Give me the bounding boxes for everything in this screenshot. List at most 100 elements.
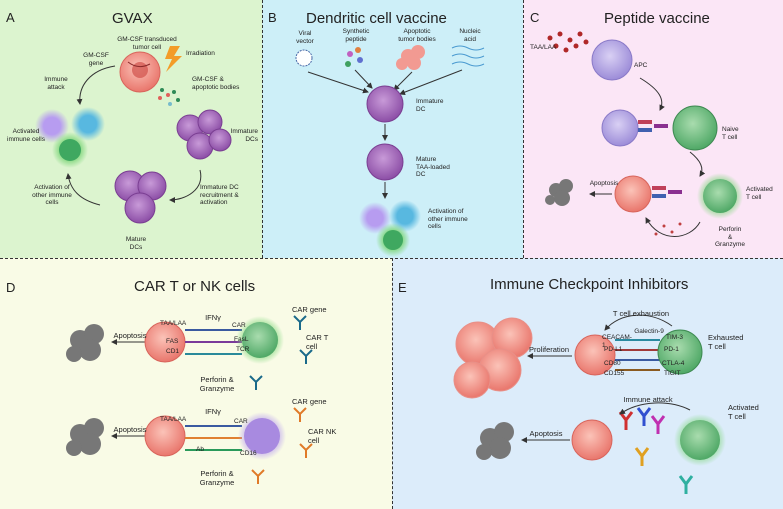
tumor-cell-icon-e-top — [574, 334, 616, 376]
mature-dcs-icon — [114, 170, 167, 224]
panel-e-title: Immune Checkpoint Inhibitors — [490, 276, 689, 293]
label-perforin-granzyme-c: Perforin & Granzyme — [715, 226, 745, 248]
tumor-cell-icon-d-bottom — [144, 415, 186, 457]
immature-dcs-icon — [176, 109, 232, 160]
irradiation-icon — [165, 46, 182, 72]
label-fas-top: FAS — [166, 338, 179, 345]
tumor-cell-icon-e-bottom — [571, 419, 613, 461]
label-ifn-bottom: IFNγ — [205, 407, 221, 416]
panel-d-title: CAR T or NK cells — [134, 278, 256, 295]
apoptosis-icon-d-top — [66, 324, 104, 362]
proliferating-tumor-cells-icon — [453, 317, 533, 399]
label-apoptosis-c: Apoptosis — [589, 180, 619, 187]
mature-dc-icon — [366, 143, 404, 181]
panel-a-letter: A — [6, 10, 15, 25]
panel-c-title: Peptide vaccine — [604, 10, 710, 27]
label-synthetic-peptide: Synthetic peptide — [342, 28, 370, 43]
nk-cell-icon — [35, 109, 69, 143]
panel-e-artwork — [453, 314, 726, 494]
label-ctla4: CTLA-4 — [662, 360, 685, 367]
apc-icon — [591, 39, 633, 81]
label-taa-bottom: TAA/LAA — [160, 416, 187, 423]
label-mature-dc: Mature TAA-loaded DC — [416, 156, 450, 178]
tumor-cell-icon-c — [614, 175, 652, 213]
immature-dc-icon — [366, 85, 404, 123]
label-ab: Ab — [196, 446, 204, 453]
panel-c-letter: C — [530, 10, 540, 25]
label-immune-attack: Immune attack — [44, 76, 68, 91]
label-car-gene-top: CAR gene — [292, 305, 327, 314]
label-taa-laa: TAA/LAA — [530, 44, 557, 51]
taa-dots-icon — [547, 31, 589, 53]
nucleic-acid-icon — [451, 45, 485, 67]
antibody-icons-bottom — [251, 407, 313, 484]
label-perforin-top: Perforin & Granzyme — [199, 375, 235, 393]
label-mature-dcs: Mature DCs — [125, 236, 147, 251]
label-recruitment: Immature DC recruitment & activation — [200, 184, 239, 206]
label-activation-other: Activation of other immune cells — [32, 184, 72, 206]
label-naive-t-cell: Naive T cell — [722, 126, 739, 141]
label-exhaustion: T cell exhaustion — [612, 309, 670, 318]
label-exhausted-t-cell: Exhausted T cell — [708, 333, 744, 351]
apoptotic-tumor-bodies-icon — [396, 45, 425, 70]
apoptosis-icon-c — [545, 179, 573, 206]
divider-bc — [523, 0, 524, 258]
panel-b-title: Dendritic cell vaccine — [306, 10, 447, 27]
label-car-bottom: CAR — [234, 418, 248, 425]
checkpoint-antibodies-icon — [618, 407, 694, 494]
label-cd16: CD16 — [240, 450, 257, 457]
label-transduced-cell: GM-CSF transduced tumor cell — [117, 36, 177, 51]
label-ceacam: CEACAM-1 — [602, 334, 632, 349]
synthetic-peptide-icon — [345, 47, 363, 67]
label-immature-dcs: Immature DCs — [230, 128, 258, 143]
label-galectin: Galectin-9 — [634, 328, 664, 335]
b-cell-icon — [71, 107, 105, 141]
divider-de — [392, 258, 393, 509]
label-proliferation: Proliferation — [528, 345, 570, 354]
label-car-gene-bottom: CAR gene — [292, 397, 327, 406]
label-apoptosis-e: Apoptosis — [529, 429, 563, 438]
label-tcr-top: TCR — [236, 346, 250, 353]
panel-b-letter: B — [268, 10, 277, 25]
panel-d-artwork — [66, 315, 313, 484]
label-pd-l1: PD-L1 — [604, 346, 623, 353]
label-perforin-bottom: Perforin & Granzyme — [199, 469, 235, 487]
label-activated-t-cell: Activated T cell — [746, 186, 773, 201]
apc-presenting-icon — [601, 109, 639, 147]
label-car-nk-cell: CAR NK cell — [308, 427, 337, 445]
antibody-icons-top — [249, 315, 313, 390]
label-fasl-top: FasL — [234, 336, 249, 343]
panel-d-car-cells — [0, 258, 392, 509]
label-immature-dc: Immature DC — [416, 98, 444, 113]
label-activated-cells: Activated immune cells — [7, 128, 45, 143]
label-pd1: PD-1 — [664, 346, 679, 353]
label-apoptotic-tumor-bodies: Apoptotic tumor bodies — [398, 28, 436, 43]
apoptotic-bodies-icon — [158, 88, 180, 106]
label-gm-csf-gene: GM-CSF gene — [83, 52, 109, 67]
label-nucleic-acid: Nucleic acid — [459, 28, 481, 43]
label-viral-vector: Viral vector — [296, 30, 314, 45]
divider-row — [0, 258, 783, 259]
granule-dots-icon — [654, 222, 682, 236]
panel-e-letter: E — [398, 280, 407, 295]
divider-ab — [262, 0, 263, 258]
label-apoptosis-d-top: Apoptosis — [113, 331, 147, 340]
naive-t-cell-icon — [672, 105, 718, 151]
panel-c-artwork — [545, 31, 743, 237]
panel-a-artwork — [35, 46, 232, 224]
apoptosis-icon-e — [476, 422, 514, 460]
label-apoptotic-bodies: GM-CSF & apoptotic bodies — [192, 76, 240, 91]
label-apoptosis-d-bottom: Apoptosis — [113, 425, 147, 434]
panel-c-peptide-vaccine — [523, 0, 783, 258]
nk-cell-icon-b — [359, 202, 391, 234]
label-irradiation: Irradiation — [186, 50, 215, 57]
label-tim3: TIM-3 — [666, 334, 683, 341]
panel-a-title: GVAX — [112, 10, 153, 27]
label-apc: APC — [634, 62, 648, 69]
panel-b-artwork — [295, 45, 485, 257]
label-car-top: CAR — [232, 322, 246, 329]
tumor-cell-icon — [119, 51, 161, 93]
viral-vector-icon — [295, 49, 313, 67]
